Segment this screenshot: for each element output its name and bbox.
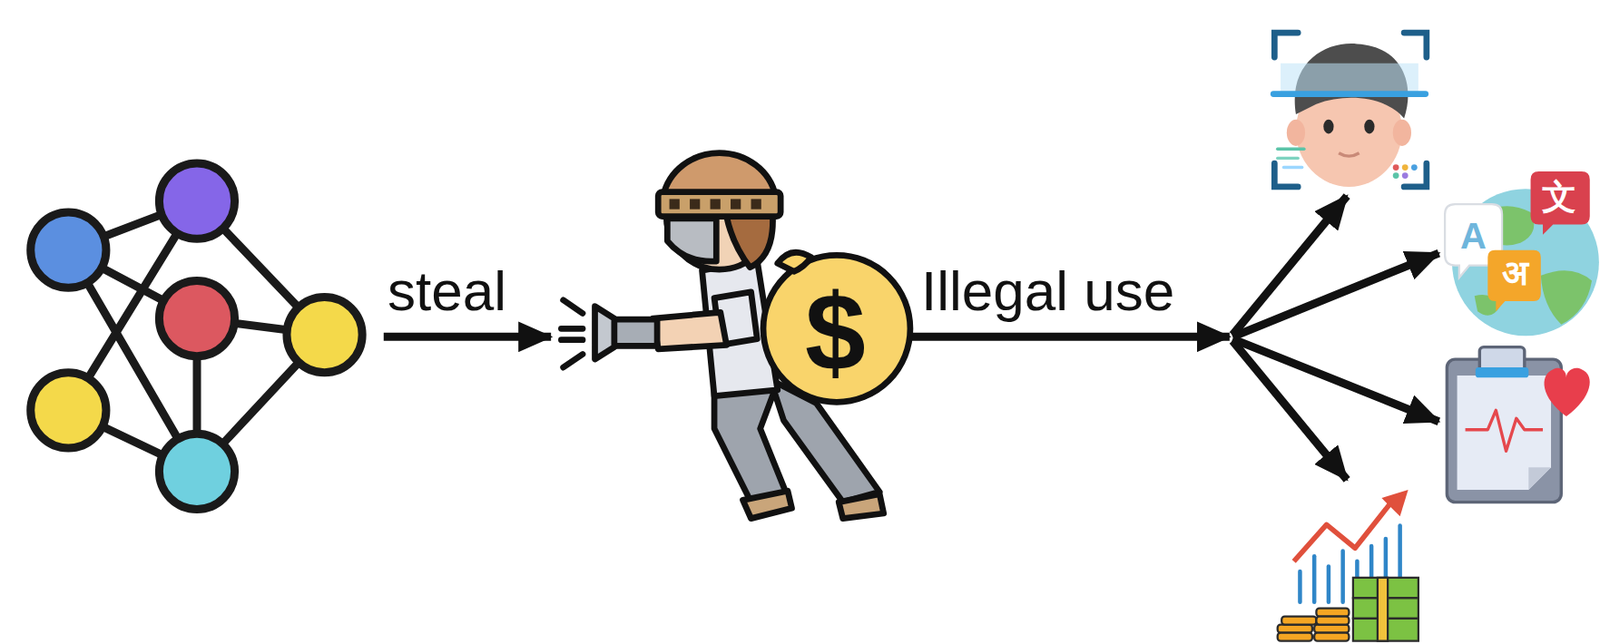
medical-record-icon-part: [1544, 368, 1591, 417]
thief-figure-part: [563, 300, 583, 315]
language-glyph: अ: [1501, 255, 1529, 291]
face-scan-icon-part: [1274, 32, 1427, 187]
language-glyph: A: [1460, 217, 1487, 255]
finance-icon-part: [1381, 490, 1408, 517]
neural-network-part: [158, 280, 235, 356]
medical-record-icon-part: [1457, 375, 1551, 491]
finance-icon-part-part: [1314, 625, 1349, 634]
neural-network: [30, 163, 363, 510]
thief-figure: [560, 153, 911, 520]
finance-icon-part-part: [1281, 617, 1316, 626]
thief-figure-part-part: [751, 198, 762, 209]
face-scan-icon-part-part: [1274, 32, 1298, 58]
thief-figure-part: [743, 490, 793, 519]
medical-record-icon-part: [1446, 359, 1561, 503]
language-glyph: 文: [1541, 179, 1577, 215]
translation-icon: [1444, 171, 1600, 336]
finance-icon-part-part: [1315, 608, 1349, 618]
finance-icon-part-part: [1377, 578, 1388, 642]
medical-record-icon-part: [1528, 467, 1551, 491]
face-scan-icon-part-part: [1411, 164, 1418, 171]
thief-figure-part: [669, 198, 762, 209]
finance-icon-part-part: [1314, 633, 1349, 642]
finance-icon-part: [1294, 504, 1391, 562]
face-scan-icon-part: [1393, 119, 1412, 147]
thief-figure-part: [657, 192, 781, 217]
thief-figure-part-part: [689, 198, 700, 209]
thief-figure-part: [563, 353, 583, 368]
thief-figure-part: [612, 319, 658, 346]
arrows-part: [1232, 253, 1439, 337]
thief-figure-part-part: [669, 198, 680, 209]
face-scan-icon: [1270, 32, 1429, 187]
finance-icon-part-part: [1297, 571, 1302, 603]
face-scan-icon-part: [1270, 90, 1429, 98]
arrows-part: [1232, 341, 1347, 481]
thief-figure-part: [560, 336, 583, 344]
face-scan-icon-part: [1393, 164, 1418, 179]
thief-figure-part: [595, 306, 615, 361]
translation-icon-part: [1487, 250, 1541, 313]
arrow-label: steal: [387, 263, 507, 320]
face-scan-icon-part-part: [1393, 172, 1400, 179]
thief-figure-part: [560, 325, 583, 333]
thief-figure-part: [838, 494, 884, 520]
face-scan-icon-part-part: [1393, 164, 1400, 171]
translation-icon-part: [1541, 270, 1592, 325]
thief-figure-part: [763, 255, 911, 403]
thief-figure-part: [653, 312, 727, 350]
neural-network-part: [158, 163, 235, 239]
thief-figure-part-part: [730, 198, 741, 209]
thief-figure-part: [726, 212, 774, 268]
finance-icon-part-part: [1315, 617, 1349, 626]
medical-record-icon: [1446, 347, 1590, 503]
neural-network-part: [30, 212, 107, 288]
translation-icon-part: [1531, 171, 1591, 236]
finance-icon-part: [1277, 578, 1419, 642]
face-scan-icon-part: [1286, 119, 1306, 147]
thief-figure-part: [667, 218, 717, 262]
face-scan-icon-part-part: [1277, 147, 1305, 151]
medical-record-icon-part: [1475, 367, 1529, 378]
finance-icon-part-part: [1277, 633, 1313, 642]
arrows-part: [908, 333, 1230, 342]
finance-icon-part-part: [1340, 551, 1345, 603]
face-scan-icon-part: [1277, 148, 1305, 167]
money-symbol: $: [804, 277, 866, 387]
face-scan-icon-part-part: [1402, 164, 1409, 171]
neural-network-part: [158, 433, 235, 510]
arrows-part: [383, 333, 551, 342]
finance-icon-part-part: [1312, 556, 1316, 603]
face-scan-icon-part-part: [1283, 166, 1302, 169]
medical-record-icon-part: [1465, 410, 1543, 452]
finance-icon-part-part: [1326, 566, 1331, 602]
arrow-label: Illegal use: [921, 263, 1175, 320]
face-scan-icon-part-part: [1277, 157, 1298, 160]
finance-icon: [1277, 490, 1419, 642]
face-scan-icon-part-part: [1402, 172, 1409, 179]
thief-figure-part-part: [710, 198, 721, 209]
thief-figure-part: [777, 252, 812, 272]
neural-network-part: [286, 296, 363, 373]
face-scan-icon-part: [1323, 119, 1334, 135]
face-scan-icon-part-part: [1403, 32, 1427, 58]
neural-network-part: [30, 373, 107, 449]
face-scan-icon-part: [1280, 63, 1419, 95]
face-scan-icon-part: [1364, 119, 1375, 135]
arrows: [383, 196, 1440, 481]
face-scan-icon-part: [1338, 153, 1359, 157]
finance-icon-part-part: [1277, 625, 1313, 634]
